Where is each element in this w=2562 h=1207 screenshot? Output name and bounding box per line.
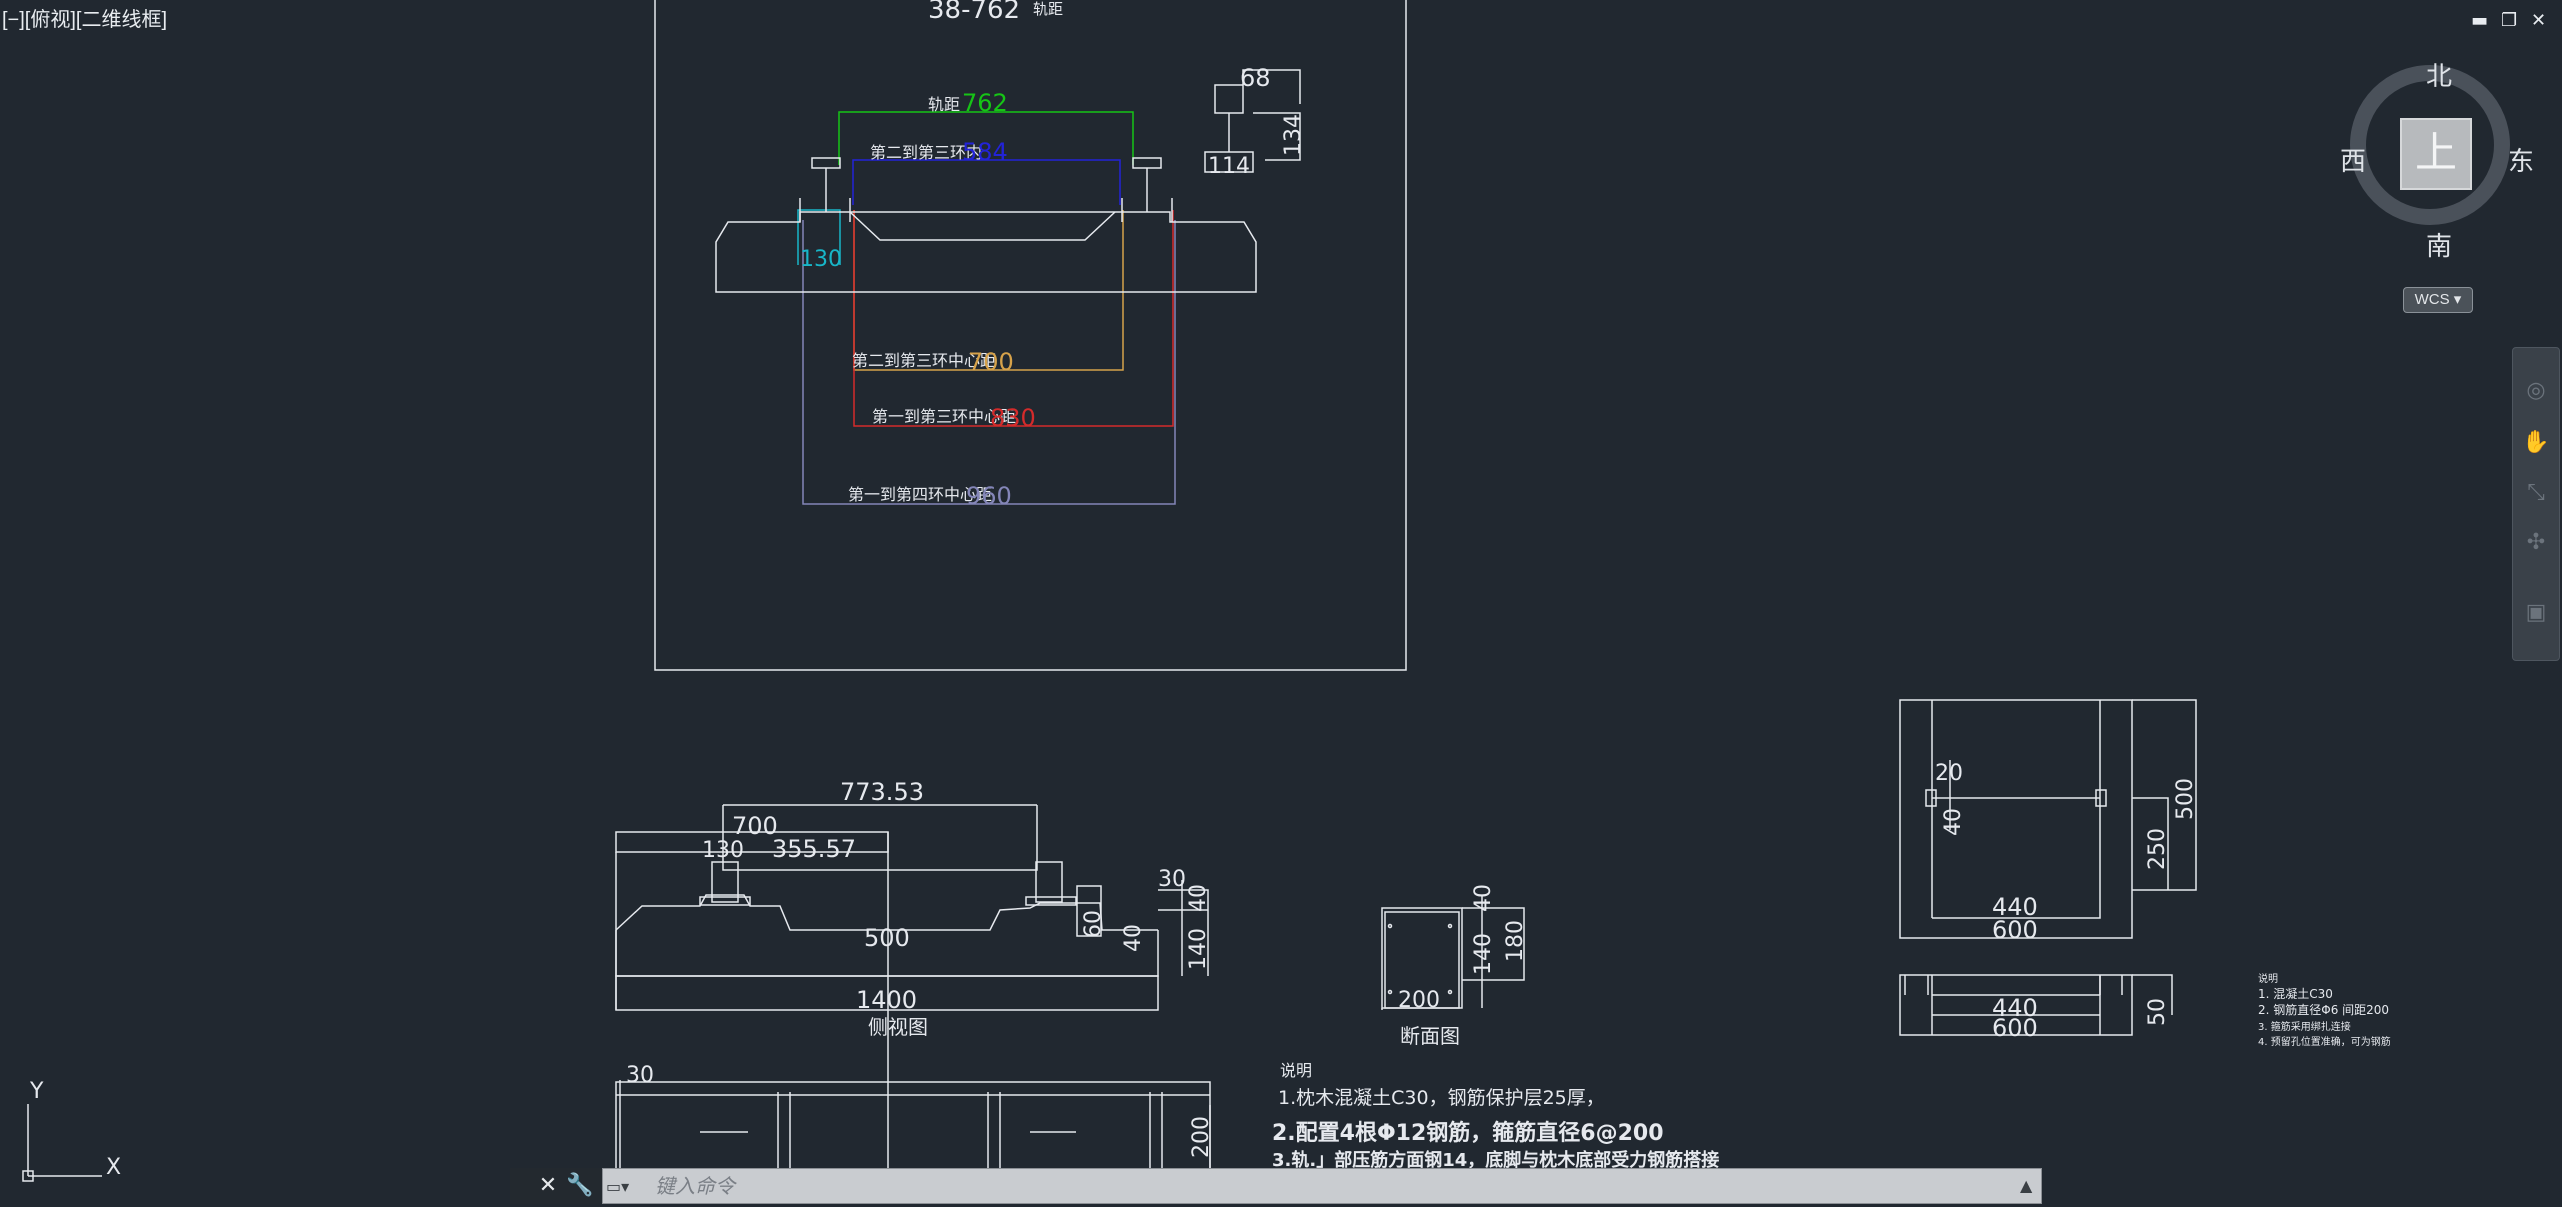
small-notes-l1: 1. 混凝土C30 <box>2258 986 2333 1001</box>
c700-value: 700 <box>968 348 1014 376</box>
small-notes-l4: 4. 预留孔位置准确，可为钢筋 <box>2258 1035 2391 1048</box>
right-d600a: 600 <box>1992 916 2038 944</box>
right-d40: 40 <box>1941 808 1966 836</box>
sleeper-outline <box>715 157 1257 293</box>
command-expand-icon[interactable]: ▲ <box>2020 1176 2033 1195</box>
bottom-plan-view <box>615 1080 1211 1173</box>
side-d30: 30 <box>1158 867 1186 892</box>
section-d40: 40 <box>1471 884 1496 912</box>
gauge-label: 轨距 <box>928 95 960 114</box>
side-d40a: 40 <box>1186 884 1211 912</box>
compass-north[interactable]: 北 <box>2426 62 2453 92</box>
bottom-d30: 30 <box>626 1063 654 1088</box>
inner-label: 第二到第三环内 <box>870 143 982 162</box>
pan-icon[interactable]: ✋ <box>2522 430 2550 455</box>
side-d355: 355.57 <box>772 835 856 863</box>
c830-value: 830 <box>990 404 1036 432</box>
c960-label: 第一到第四环中心距 <box>848 485 992 504</box>
compass-west[interactable]: 西 <box>2340 147 2367 177</box>
side-d40b: 40 <box>1121 924 1146 952</box>
ucs-y-label: Y <box>29 1079 44 1104</box>
side-d60: 60 <box>1081 910 1106 938</box>
ucs-icon <box>22 1104 102 1182</box>
side-d1400: 1400 <box>856 986 917 1014</box>
right-d20: 20 <box>1935 761 1963 786</box>
notes-line3: 3.轨.」部压筋方面钢14，底脚与枕木底部受力钢筋搭接 <box>1272 1149 1719 1171</box>
close-icon[interactable]: ✕ <box>2531 10 2547 31</box>
c960-value: 960 <box>966 482 1012 510</box>
c830-label: 第一到第三环中心距 <box>872 407 1016 426</box>
notes-line1: 1.枕木混凝土C30，钢筋保护层25厚， <box>1278 1087 1605 1109</box>
side-d130: 130 <box>702 838 744 863</box>
notes-heading: 说明 <box>1280 1061 1312 1080</box>
showmotion-icon[interactable]: ▣ <box>2525 600 2547 625</box>
gauge-dimension <box>797 111 1176 505</box>
compass-east[interactable]: 东 <box>2508 147 2535 177</box>
restore-icon[interactable]: ❐ <box>2501 10 2518 31</box>
right-d600b: 600 <box>1992 1014 2038 1042</box>
command-line-handle[interactable] <box>510 1168 602 1204</box>
minimize-icon[interactable]: ▬ <box>2471 10 2489 31</box>
rail-profile <box>1204 69 1301 173</box>
c700-label: 第二到第三环中心距 <box>852 351 996 370</box>
small-notes-l3: 3. 箍筋采用绑扎连接 <box>2258 1020 2351 1033</box>
side-d773: 773.53 <box>840 778 924 806</box>
section-d140: 140 <box>1471 933 1496 975</box>
compass-south[interactable]: 南 <box>2426 232 2453 262</box>
command-history-icon[interactable]: ▭▾ <box>606 1177 630 1196</box>
top-title-suffix: 轨距 <box>1033 0 1063 18</box>
side-d700: 700 <box>732 812 778 840</box>
orbit-icon[interactable]: ✣ <box>2526 530 2546 555</box>
zoom-icon[interactable]: ⤡ <box>2527 480 2545 505</box>
viewcube-top-face[interactable]: 上 <box>2400 118 2472 190</box>
side-view <box>615 804 1209 1200</box>
right-plan-view <box>1899 699 2197 1036</box>
right-d500: 500 <box>2173 778 2198 820</box>
wcs-dropdown[interactable]: WCS ▾ <box>2403 287 2473 313</box>
steering-wheel-icon[interactable]: ◎ <box>2526 378 2546 403</box>
rail-h: 134 <box>1281 114 1306 156</box>
side-d140: 140 <box>1186 928 1211 970</box>
section-view <box>1381 895 1525 1010</box>
command-input[interactable] <box>655 1170 2015 1202</box>
section-d200: 200 <box>1398 988 1440 1013</box>
right-d250: 250 <box>2145 828 2170 870</box>
rail-w: 68 <box>1240 64 1271 92</box>
command-close-icon[interactable]: ✕ <box>538 1173 558 1198</box>
small-notes-l2: 2. 钢筋直径Φ6 间距200 <box>2258 1002 2389 1017</box>
right-d440a: 440 <box>1992 893 2038 921</box>
inner-value: 584 <box>962 138 1008 166</box>
viewport-controls-label[interactable]: [−][俯视][二维线框] <box>2 9 168 31</box>
right-d440b: 440 <box>1992 994 2038 1022</box>
navigation-bar[interactable]: ◎ ✋ ⤡ ✣ ▣ <box>2512 347 2560 661</box>
bottom-d200: 200 <box>1189 1116 1214 1158</box>
section-d180: 180 <box>1503 920 1528 962</box>
section-title: 断面图 <box>1400 1024 1460 1048</box>
command-customize-icon[interactable]: 🔧 <box>566 1173 594 1198</box>
top-title-text: 38-762 <box>928 0 1020 25</box>
side-title: 侧视图 <box>868 1015 928 1039</box>
cyan-value: 130 <box>800 247 842 272</box>
top-view-frame <box>654 0 1407 671</box>
right-d50: 50 <box>2145 998 2170 1026</box>
notes-line2: 2.配置4根Φ12钢筋，箍筋直径6@200 <box>1272 1120 1664 1146</box>
small-notes-heading: 说明 <box>2258 972 2278 985</box>
ucs-x-label: X <box>106 1155 121 1180</box>
side-d500: 500 <box>864 924 910 952</box>
rail-base: 114 <box>1208 154 1250 179</box>
gauge-value: 762 <box>962 89 1008 117</box>
